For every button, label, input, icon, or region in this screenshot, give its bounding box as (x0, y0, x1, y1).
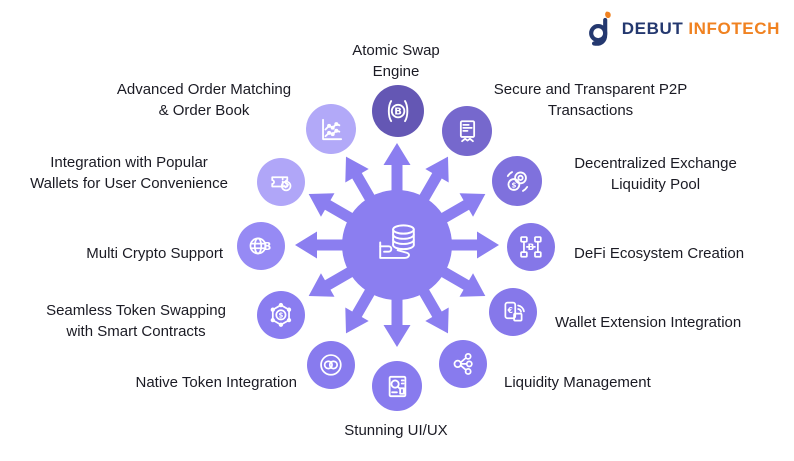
hub-circle (342, 190, 452, 300)
label-stunning-uiux: Stunning UI/UX (344, 422, 448, 439)
node-defi-ecosystem: B (507, 223, 555, 271)
arrow-down-icon (383, 291, 411, 347)
atomic-swap-icon: B (387, 100, 409, 122)
arrow-up-right-icon (415, 156, 449, 208)
svg-text:€: € (507, 306, 513, 315)
node-dex-liquidity-pool: $ (492, 156, 542, 206)
arrow-down-left-icon (345, 282, 379, 334)
interlocked-rings-icon (320, 354, 342, 376)
svg-text:B: B (264, 241, 272, 253)
svg-text:B: B (394, 107, 402, 118)
radial-arrows (295, 143, 499, 347)
arrow-right-icon (443, 231, 499, 259)
arrow-up-icon (383, 143, 411, 199)
ui-wireframe-icon (388, 375, 406, 397)
node-liquidity-management (439, 340, 487, 388)
node-multi-crypto: B (237, 222, 285, 270)
label-multi-crypto: Multi Crypto Support (86, 245, 223, 262)
p2p-transactions-document-icon (459, 119, 475, 142)
dj-monogram-icon (588, 11, 611, 46)
node-atomic-swap: B (372, 85, 424, 137)
node-wallet-extension: € (489, 288, 537, 336)
brand-text-infotech: INFOTECH (688, 19, 780, 38)
node-order-matching (306, 104, 356, 154)
brand-text-debut: DEBUT (621, 19, 684, 38)
arrow-right-down-icon (434, 263, 486, 297)
ticket-check-icon (271, 176, 292, 192)
arrow-left-icon (295, 231, 351, 259)
globe-bitcoin-icon: B (249, 237, 272, 255)
node-wallet-integration (257, 158, 305, 206)
crypto-assets-in-hand-icon (379, 224, 415, 259)
share-nodes-icon (453, 353, 473, 375)
arrow-down-right-icon (415, 282, 449, 334)
svg-text:$: $ (511, 180, 516, 189)
defi-network-icon: B (520, 236, 542, 258)
node-stunning-uiux (372, 361, 422, 411)
node-native-token (307, 341, 355, 389)
label-native-token: Native Token Integration (135, 374, 298, 391)
arrow-left-up-icon (308, 193, 360, 227)
arrow-right-up-icon (434, 193, 486, 227)
node-token-swapping: $ (257, 291, 305, 339)
svg-text:B: B (528, 243, 535, 253)
label-liquidity-management: Liquidity Management (504, 374, 651, 391)
label-wallet-extension: Wallet Extension Integration (555, 314, 742, 331)
label-defi-ecosystem: DeFi Ecosystem Creation (574, 245, 745, 262)
svg-text:$: $ (279, 312, 284, 320)
arrow-left-down-icon (308, 263, 360, 297)
arrow-up-left-icon (345, 156, 379, 208)
wallet-extension-phone-icon: € (504, 301, 525, 322)
node-secure-p2p (442, 106, 492, 156)
label-order-matching: Advanced Order Matching& Order Book (116, 81, 292, 119)
smart-contract-hexagon-icon: $ (270, 302, 292, 327)
liquidity-pool-coins-icon: $ (506, 170, 528, 192)
order-book-chart-icon (321, 118, 342, 140)
